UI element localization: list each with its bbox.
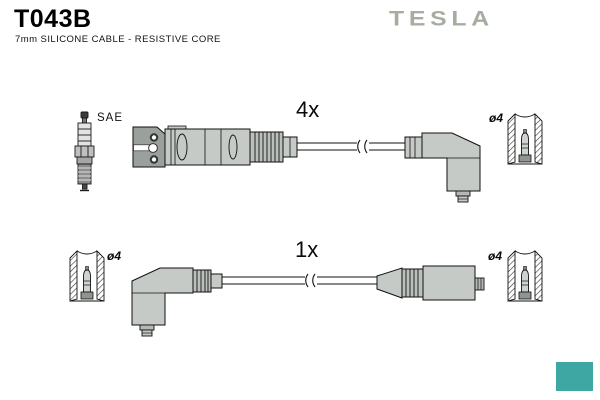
terminal-socket-bottom-right	[507, 250, 543, 302]
bottom-left-terminal-diameter-label: ø4	[107, 249, 122, 263]
connector-housing	[164, 125, 298, 166]
top-cable	[296, 139, 406, 154]
tesla-logo: TESLA	[389, 7, 494, 31]
bottom-right-terminal-diameter-label: ø4	[488, 249, 503, 263]
terminal-socket-top	[507, 113, 543, 165]
bottom-quantity-label: 1x	[295, 237, 319, 262]
bottom-cable	[221, 273, 378, 288]
bottom-angled-boot	[131, 267, 223, 337]
part-number: T043B	[14, 5, 92, 33]
brand-accent-box	[556, 362, 593, 391]
bottom-straight-boot	[376, 265, 485, 301]
sae-plug-label: SAE	[97, 112, 124, 124]
top-quantity-label: 4x	[296, 97, 320, 122]
distributor-connector-block	[132, 126, 166, 168]
terminal-socket-bottom-left	[69, 250, 105, 302]
product-description: 7mm SILICONE CABLE - RESISTIVE CORE	[15, 34, 221, 45]
spark-plug-illustration	[74, 111, 95, 192]
top-terminal-diameter-label: ø4	[489, 111, 504, 125]
top-angled-boot	[404, 132, 481, 203]
